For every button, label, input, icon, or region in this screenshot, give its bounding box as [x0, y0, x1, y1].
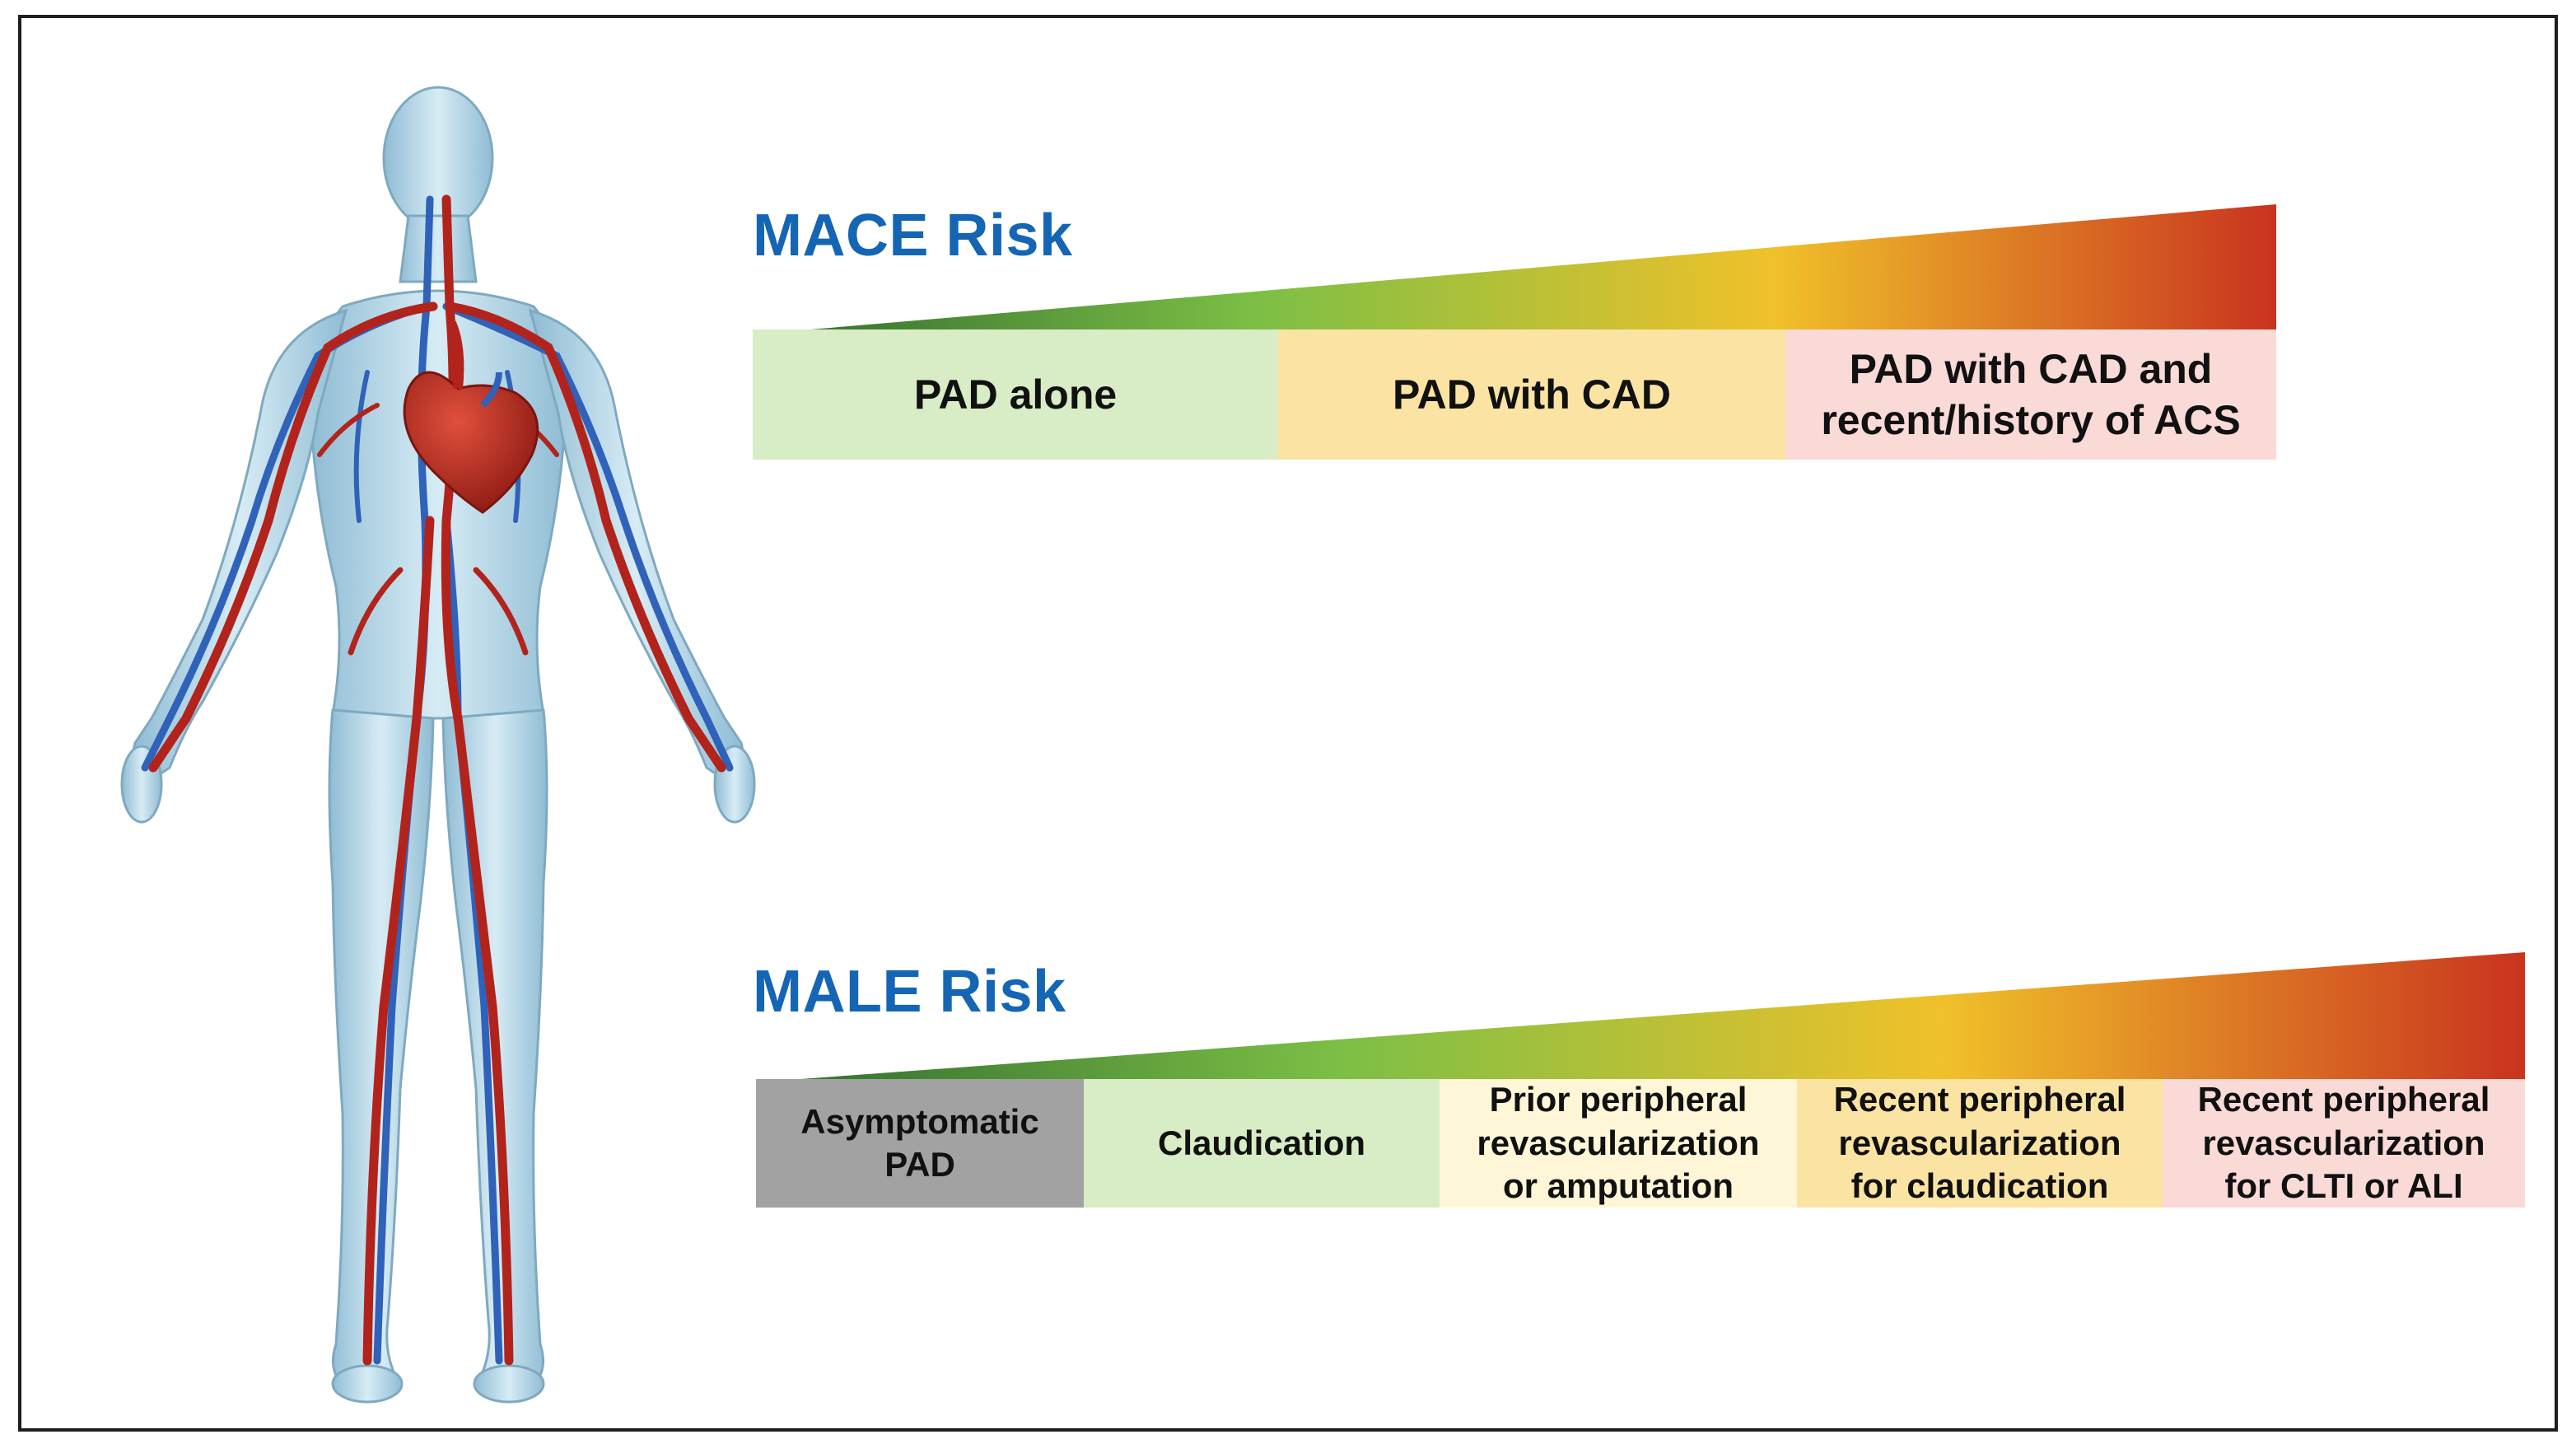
mace-segment-label: PAD with CAD [1393, 371, 1671, 418]
male-risk-gradient-wedge [756, 952, 2525, 1082]
mace-segment-label: PAD with CAD and recent/history of ACS [1821, 345, 2241, 444]
mace-segment-label: PAD alone [913, 371, 1118, 418]
mace-risk-title: MACE Risk [753, 203, 1073, 269]
male-segment-label: Recent peripheral revascularization for … [1833, 1080, 2126, 1206]
male-segment-label: Prior peripheral revascularization or am… [1477, 1080, 1760, 1206]
male-segment-asymptomatic-pad: Asymptomatic PAD [756, 1079, 1084, 1208]
heart-icon [403, 320, 539, 514]
mace-segment-pad-with-cad-and-acs: PAD with CAD and recent/history of ACS [1785, 329, 2276, 460]
male-risk-bar: Asymptomatic PAD Claudication Prior peri… [756, 1079, 2525, 1208]
mace-risk-gradient-wedge [753, 204, 2276, 334]
male-segment-prior-revascularization: Prior peripheral revascularization or am… [1440, 1079, 1797, 1208]
male-segment-recent-revasc-claudication: Recent peripheral revascularization for … [1797, 1079, 2163, 1208]
mace-segment-pad-with-cad: PAD with CAD [1278, 329, 1785, 460]
male-risk-title: MALE Risk [753, 959, 1066, 1025]
male-segment-label: Recent peripheral revascularization for … [2197, 1080, 2490, 1206]
mace-segment-pad-alone: PAD alone [753, 329, 1278, 460]
male-segment-recent-revasc-clti-ali: Recent peripheral revascularization for … [2163, 1079, 2525, 1208]
human-circulatory-system-illustration [120, 86, 756, 1404]
figure-frame: MACE Risk PAD alone PAD with CAD PAD wit… [18, 15, 2558, 1432]
mace-risk-bar: PAD alone PAD with CAD PAD with CAD and … [753, 329, 2276, 460]
male-segment-label: Claudication [1157, 1123, 1366, 1162]
body-silhouette [120, 86, 756, 1404]
male-segment-label: Asymptomatic PAD [800, 1101, 1039, 1184]
male-segment-claudication: Claudication [1084, 1079, 1440, 1208]
